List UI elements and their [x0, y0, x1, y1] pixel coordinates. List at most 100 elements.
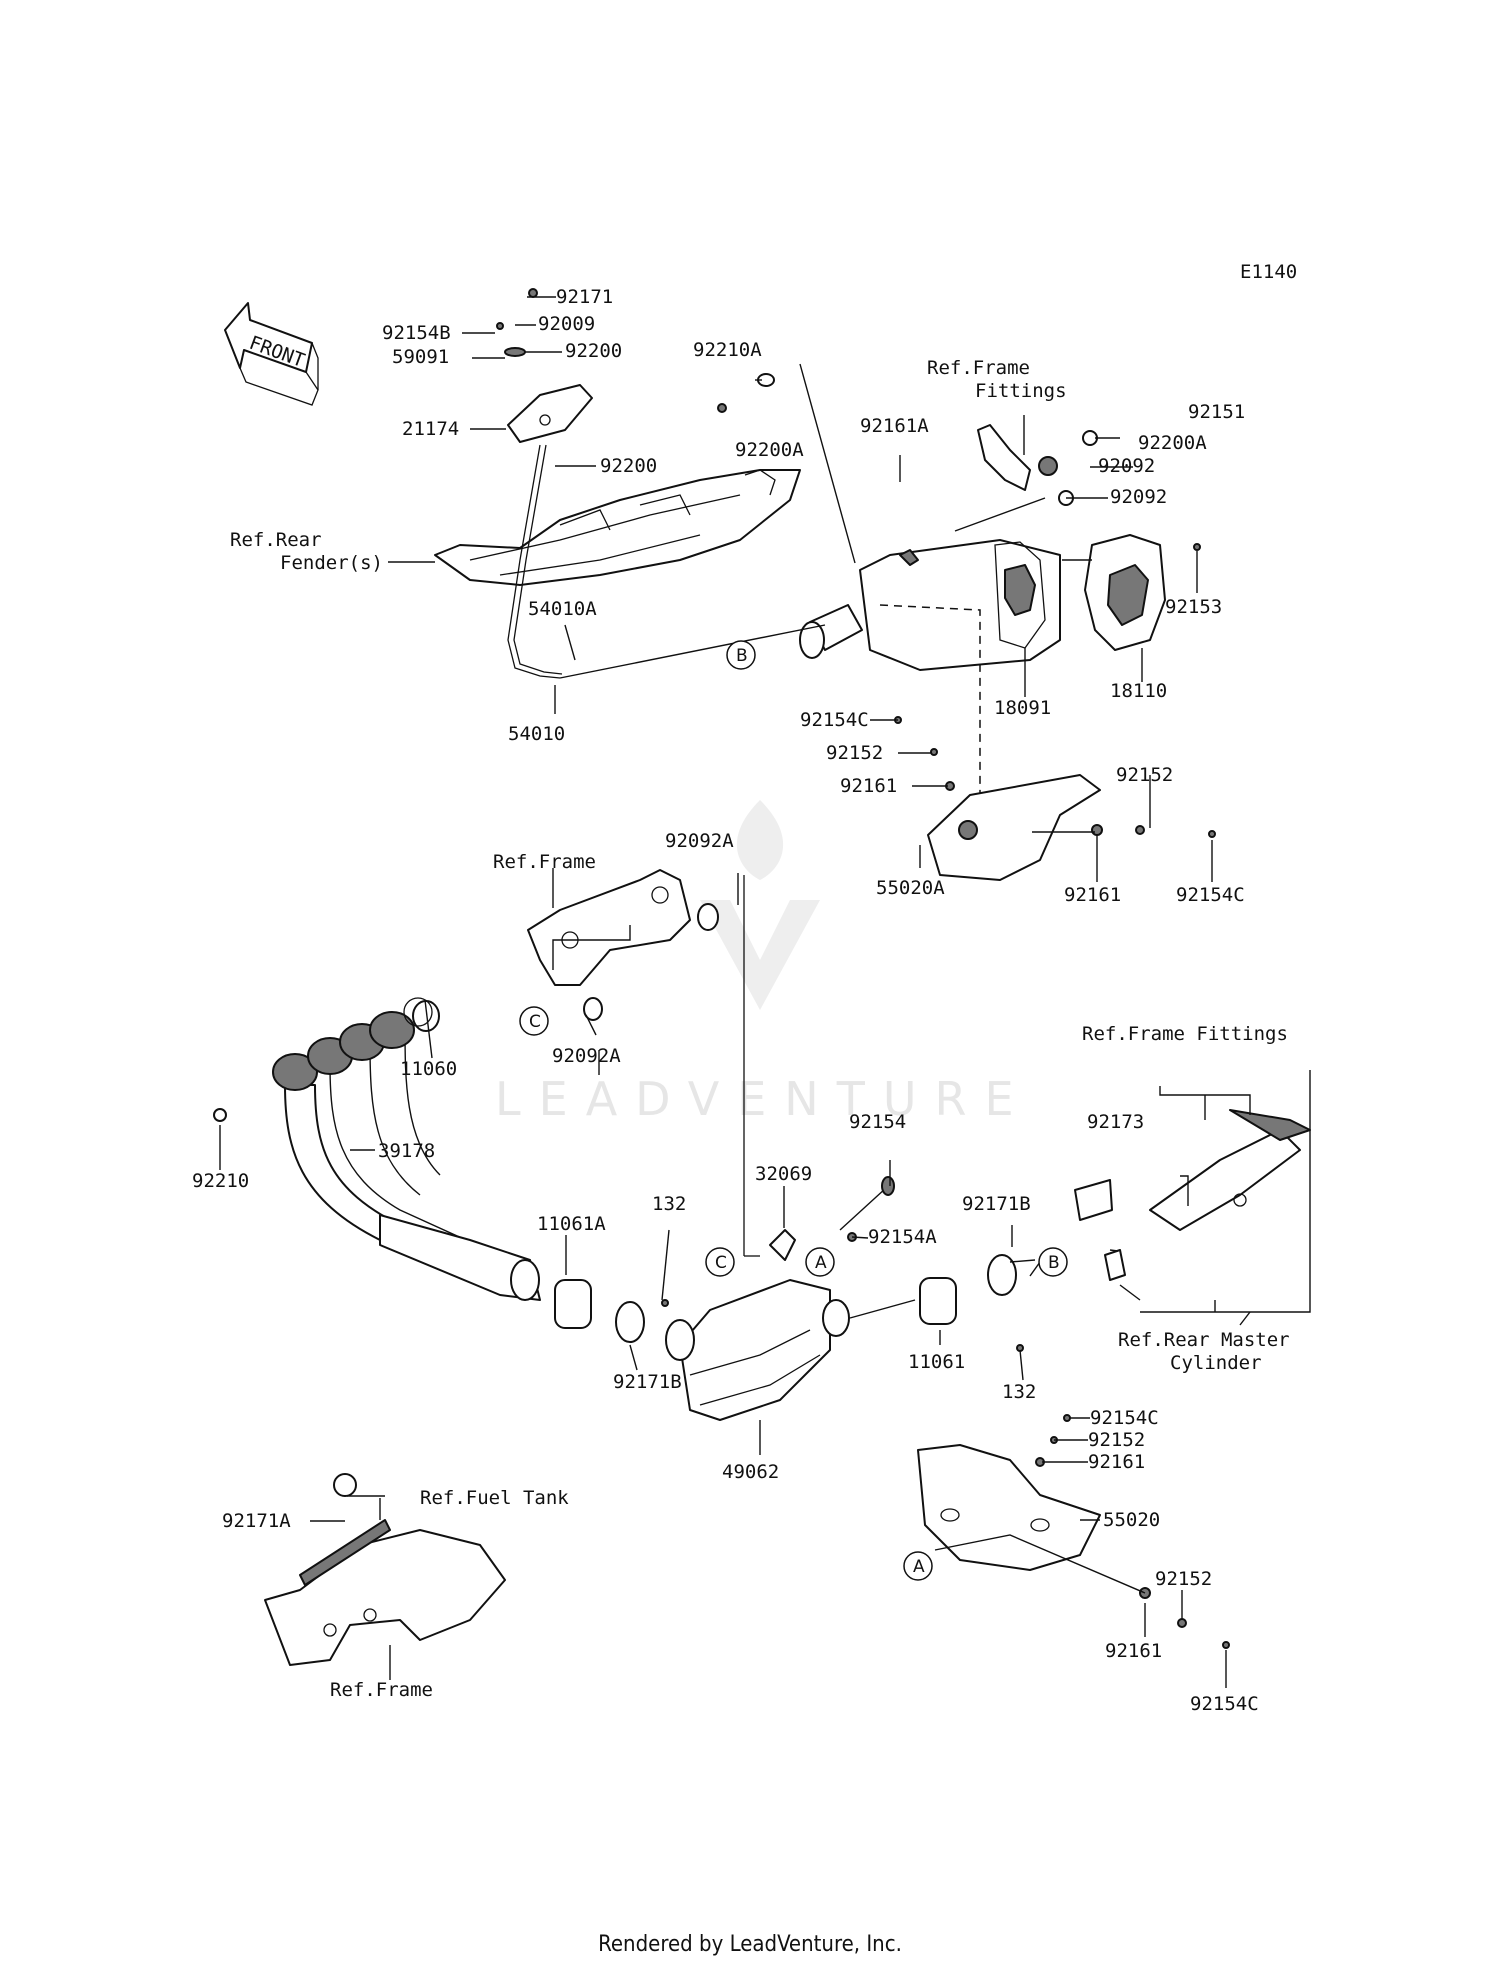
part-label: 92200A — [1138, 432, 1207, 454]
part-label: 92161 — [1064, 884, 1121, 906]
svg-text:B: B — [736, 646, 748, 666]
gasket-11061A — [554, 1279, 592, 1329]
part-label: 92161 — [1088, 1451, 1145, 1473]
bolt-92154 — [839, 1187, 887, 1231]
footer-credit: Rendered by LeadVenture, Inc. — [598, 1932, 902, 1957]
part-label: 92154 — [849, 1111, 906, 1133]
part-label: 132 — [652, 1193, 686, 1215]
seat-lock-bracket — [507, 384, 593, 443]
callout-b: B — [726, 640, 756, 670]
muffler-heat-guard-upper — [927, 774, 1101, 881]
part-label: 21174 — [402, 418, 459, 440]
ref-fuel-tank: Ref.Fuel Tank — [420, 1487, 569, 1509]
part-label: 92171B — [613, 1371, 682, 1393]
part-label: 32069 — [755, 1163, 812, 1185]
part-label: 92154A — [868, 1226, 937, 1248]
part-label: 92200 — [600, 455, 657, 477]
part-number-labels: 92171 92009 92154B 92200 59091 21174 922… — [192, 286, 1259, 1715]
svg-text:A: A — [815, 1253, 827, 1273]
muffler-end-cap — [1084, 534, 1166, 651]
ref-frame-fittings-right: Ref.Frame Fittings — [1082, 1023, 1288, 1045]
ref-frame-fittings-upper-line2: Fittings — [975, 380, 1067, 402]
gasket-11061 — [919, 1277, 957, 1325]
part-label: 92092A — [552, 1045, 621, 1067]
part-label: 92154C — [1190, 1693, 1259, 1715]
part-label: 92161A — [860, 415, 929, 437]
part-label: 18110 — [1110, 680, 1167, 702]
part-label: 92152 — [1088, 1429, 1145, 1451]
ref-frame-lower: Ref.Frame — [330, 1679, 433, 1701]
leader-lines — [219, 296, 1311, 1688]
svg-text:B: B — [1048, 1253, 1060, 1273]
ref-rear-master-cylinder-line1: Ref.Rear Master — [1118, 1329, 1290, 1351]
seat-lock-cable — [507, 444, 561, 679]
ref-rear-fender-line2: Fender(s) — [280, 552, 383, 574]
part-label: 92092 — [1110, 486, 1167, 508]
exhaust-chamber — [665, 1279, 850, 1421]
part-label: 55020 — [1103, 1509, 1160, 1531]
part-label: 92154C — [800, 709, 869, 731]
callout-circles: A A A B B C C — [519, 640, 1068, 1581]
part-label: 92152 — [826, 742, 883, 764]
ref-rear-master-cylinder-line2: Cylinder — [1170, 1352, 1262, 1374]
part-label: 92154C — [1176, 884, 1245, 906]
part-label: 39178 — [378, 1140, 435, 1162]
part-label: 92161 — [1105, 1640, 1162, 1662]
heat-guard-lower — [917, 1444, 1101, 1571]
part-label: 92154B — [382, 322, 451, 344]
part-label: 92092 — [1098, 455, 1155, 477]
bracket-32069 — [769, 1229, 796, 1261]
muffler — [799, 539, 1061, 671]
part-label: 92092A — [665, 830, 734, 852]
assembly-guide-line — [879, 604, 981, 860]
part-label: 92152 — [1116, 764, 1173, 786]
part-label: 92153 — [1165, 596, 1222, 618]
ref-frame-fittings-upper-line1: Ref.Frame — [927, 357, 1030, 379]
callout-b: B — [1038, 1247, 1068, 1277]
watermark: LEADVENTURE — [495, 800, 1032, 1126]
part-label: 92210 — [192, 1170, 249, 1192]
ref-frame-middle: Ref.Frame — [493, 851, 596, 873]
part-label: 92151 — [1188, 401, 1245, 423]
part-label: 49062 — [722, 1461, 779, 1483]
part-label: 132 — [1002, 1381, 1036, 1403]
clamp-92171B-left — [615, 1301, 645, 1343]
clamp-92171B-right — [987, 1254, 1017, 1296]
part-label: 92173 — [1087, 1111, 1144, 1133]
part-label: 54010 — [508, 723, 565, 745]
part-label: 92171 — [556, 286, 613, 308]
part-label: 92154C — [1090, 1407, 1159, 1429]
front-arrow-icon: FRONT — [224, 302, 319, 406]
exhaust-header-pipes — [272, 1000, 541, 1301]
rear-fender-frame — [434, 469, 801, 586]
part-label: 11061A — [537, 1213, 606, 1235]
ref-rear-fender-line1: Ref.Rear — [230, 529, 322, 551]
part-label: 11060 — [400, 1058, 457, 1080]
frame-fittings-bracket — [977, 424, 1058, 491]
svg-text:C: C — [529, 1012, 541, 1032]
callout-c: C — [519, 1006, 549, 1036]
part-label: 92200A — [735, 439, 804, 461]
part-label: 92200 — [565, 340, 622, 362]
reference-labels: Ref.Frame Fittings Ref.Rear Fender(s) Re… — [230, 357, 1290, 1701]
frame-hanger-bracket — [527, 869, 719, 1021]
part-label: 92161 — [840, 775, 897, 797]
callout-c: C — [705, 1247, 735, 1277]
part-label: 18091 — [994, 697, 1051, 719]
part-label: 92171A — [222, 1510, 291, 1532]
part-label: 54010A — [528, 598, 597, 620]
part-label: 92152 — [1155, 1568, 1212, 1590]
svg-text:A: A — [913, 1557, 925, 1577]
part-label: 11061 — [908, 1351, 965, 1373]
diagram-code: E1140 — [1240, 261, 1297, 283]
part-label: 92171B — [962, 1193, 1031, 1215]
svg-text:C: C — [715, 1253, 727, 1273]
callout-a: A — [903, 1551, 933, 1581]
watermark-text: LEADVENTURE — [495, 1072, 1032, 1126]
part-label: 55020A — [876, 877, 945, 899]
callout-a: A — [805, 1247, 835, 1277]
part-label: 92210A — [693, 339, 762, 361]
rear-master-cylinder-assembly — [1074, 1109, 1311, 1281]
